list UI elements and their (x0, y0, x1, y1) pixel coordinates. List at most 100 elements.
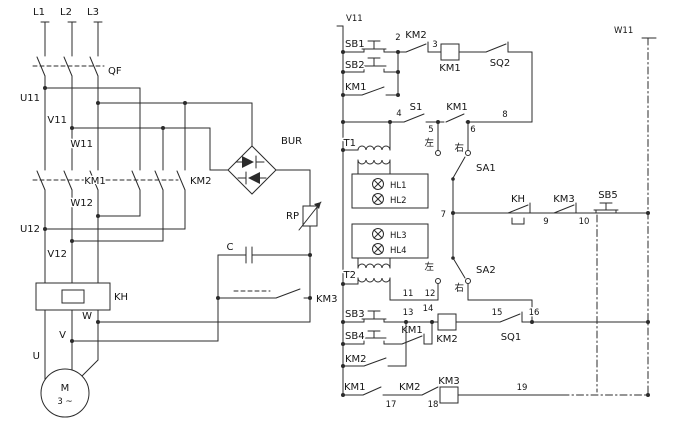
label-km1-mid: KM1 (446, 102, 468, 113)
label-hl4: HL4 (390, 246, 407, 256)
label-hl1: HL1 (390, 181, 407, 191)
motor-symbol: M 3 ~ W V U (31, 310, 94, 418)
label-km1-bottom: KM1 (344, 382, 366, 393)
label-sa1-right: 右 (454, 142, 464, 154)
label-km3-main: KM3 (316, 294, 338, 305)
node-4: 4 (396, 109, 401, 119)
t1-lamp-group: T1 HL1 HL2 (341, 121, 429, 209)
label-km2-bottom: KM2 (399, 382, 421, 393)
label-sb4: SB4 (345, 331, 365, 342)
label-t1: T1 (343, 138, 356, 149)
thermal-relay-kh: KH (35, 282, 129, 311)
label-rp: RP (286, 211, 299, 222)
potentiometer-rp: RP (275, 169, 322, 256)
node-16: 16 (529, 308, 540, 318)
capacitor-c: C (217, 241, 312, 342)
label-kh-contact: KH (511, 194, 525, 205)
node-9: 9 (543, 217, 548, 227)
label-kh-main: KH (114, 292, 128, 303)
brake-wiring (70, 297, 311, 343)
label-qf: QF (108, 66, 122, 77)
node-12: 12 (425, 289, 436, 299)
sb2-branch: SB2 (341, 51, 400, 96)
km1-main-contacts: KM1 (32, 170, 179, 191)
node-18: 18 (428, 400, 439, 410)
label-v11: V11 (47, 115, 67, 126)
node-19: 19 (517, 383, 528, 393)
km3-brake-contact: KM3 (216, 254, 339, 306)
node-17: 17 (386, 400, 397, 410)
km2-seal-branch: KM2 (341, 321, 407, 368)
node-8: 8 (502, 110, 507, 120)
km2-coil-branch: SB3 13 14 KM2 15 SQ1 16 (341, 303, 650, 346)
label-u11: U11 (20, 93, 40, 104)
t2-lamp-group: HL3 HL4 T2 11 12 (341, 223, 533, 323)
rectifier-bridge-bur: BUR (227, 135, 304, 195)
label-km2-nc-top: KM2 (405, 30, 427, 41)
label-sa1-left: 左 (424, 137, 434, 149)
label-km3-coil: KM3 (438, 376, 460, 387)
label-w11: W11 (70, 139, 93, 150)
label-km1-seal: KM1 (345, 82, 367, 93)
phase-cross-wiring: U11 V11 W11 W12 U12 V12 (19, 86, 253, 261)
label-l3: L3 (87, 7, 99, 18)
node-14: 14 (423, 304, 434, 314)
s1-branch: 4 S1 5 KM1 6 8 (341, 101, 533, 136)
label-km1-main: KM1 (84, 176, 106, 187)
motor-letter: M (61, 383, 70, 394)
node-3: 3 (432, 40, 437, 50)
label-km1-coil: KM1 (439, 63, 461, 74)
label-sb5: SB5 (598, 190, 618, 201)
label-sq1: SQ1 (501, 332, 522, 343)
label-u: U (33, 351, 40, 362)
km3-coil-branch: KM1 17 KM2 18 KM3 19 (341, 375, 650, 411)
control-right-rail: W11 (596, 25, 657, 396)
motor-phase: 3 ~ (57, 397, 72, 407)
node-6: 6 (470, 125, 475, 135)
label-bur: BUR (281, 136, 302, 147)
power-supply-lines: L1 L2 L3 (32, 6, 103, 382)
label-sa2-right: 右 (454, 282, 464, 294)
node-10: 10 (579, 217, 590, 227)
node7-row: 7 KH 9 KM3 10 SB5 (439, 189, 650, 228)
sa2-selector: 左 SA2 右 (423, 212, 497, 301)
label-l1: L1 (33, 7, 45, 18)
label-v: V (59, 330, 66, 341)
label-s1: S1 (410, 102, 423, 113)
label-sb1: SB1 (345, 39, 365, 50)
node-5: 5 (428, 125, 433, 135)
label-w: W (82, 311, 92, 322)
node-13: 13 (403, 308, 414, 318)
sb4-branch: SB4 KM1 (341, 321, 433, 346)
label-l2: L2 (60, 7, 72, 18)
km2-main-contacts: KM2 (131, 87, 213, 242)
km1-coil-branch: SB1 2 KM2 3 KM1 SQ2 (341, 29, 533, 123)
label-km2-main: KM2 (190, 176, 212, 187)
label-sb2: SB2 (345, 60, 365, 71)
label-hl3: HL3 (390, 231, 407, 241)
node-2: 2 (395, 33, 400, 43)
node-11: 11 (403, 289, 414, 299)
label-c: C (227, 242, 234, 253)
label-sa1: SA1 (476, 163, 496, 174)
label-sq2: SQ2 (490, 58, 511, 69)
label-km2-coil: KM2 (436, 334, 458, 345)
qf-breaker: QF (32, 56, 123, 78)
label-sa2-left: 左 (424, 261, 434, 273)
label-u12: U12 (20, 224, 40, 235)
label-sa2: SA2 (476, 265, 496, 276)
control-left-rail: V11 (336, 13, 364, 396)
label-rail-w11: W11 (614, 26, 633, 36)
node-15: 15 (492, 308, 503, 318)
label-sb3: SB3 (345, 309, 365, 320)
label-km2-seal: KM2 (345, 354, 367, 365)
node-7: 7 (441, 210, 446, 220)
label-km3-contact: KM3 (553, 194, 575, 205)
label-km1-interlock: KM1 (401, 325, 423, 336)
label-t2: T2 (343, 270, 356, 281)
label-v12: V12 (47, 249, 67, 260)
sa1-selector: 左 右 SA1 (423, 121, 497, 214)
km1-seal-branch: KM1 (341, 81, 400, 97)
